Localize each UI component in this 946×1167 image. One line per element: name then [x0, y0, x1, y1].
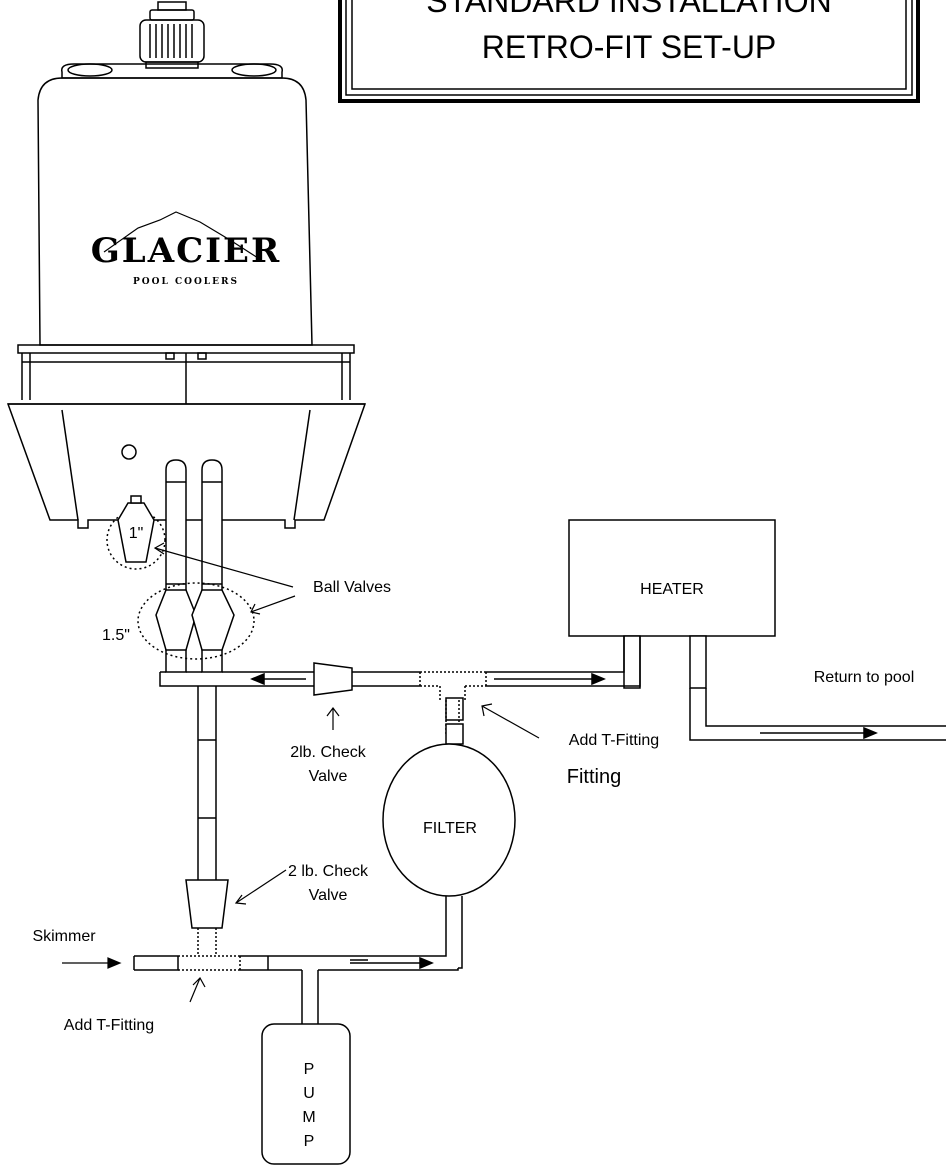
title-line-1: STANDARD INSTALLATION	[426, 0, 831, 19]
fitting-label: Fitting	[567, 766, 621, 788]
top-horizontal-pipe	[159, 636, 641, 687]
bottom-check-valve	[185, 879, 229, 956]
top-check-valve-pointer	[326, 707, 340, 730]
top-check-valve-label-2: Valve	[309, 768, 348, 785]
filter-label: FILTER	[423, 820, 477, 837]
skimmer-label: Skimmer	[32, 928, 96, 945]
add-t-fitting-bottom-label: Add T-Fitting	[64, 1017, 154, 1034]
pump-letter-3: M	[302, 1109, 315, 1126]
heater	[568, 519, 776, 689]
title-line-2: RETRO-FIT SET-UP	[482, 29, 777, 65]
bottom-check-valve-label-2: Valve	[309, 887, 348, 904]
brand-tagline: POOL COOLERS	[133, 277, 239, 287]
bottom-horizontal-pipe	[133, 950, 459, 971]
cooling-tower	[6, 1, 367, 529]
brand-name: GLACIER	[91, 231, 281, 271]
ball-valves-pointers	[153, 542, 296, 615]
return-pipe	[689, 688, 946, 741]
add-t-fitting-top-pointer	[481, 703, 540, 739]
pump	[261, 970, 351, 1165]
small-valve-size-label: 1"	[129, 525, 144, 542]
small-ball-valve	[106, 495, 166, 570]
bottom-check-valve-pointer	[234, 869, 287, 905]
pump-letter-1: P	[304, 1061, 315, 1078]
ball-valves-label: Ball Valves	[313, 579, 391, 596]
pump-letter-2: U	[303, 1085, 315, 1102]
pump-letter-4: P	[304, 1133, 315, 1150]
large-valves-highlight	[137, 582, 255, 660]
large-ball-valves	[137, 582, 255, 660]
title-box: STANDARD INSTALLATION RETRO-FIT SET-UP	[338, 0, 920, 103]
add-t-fitting-bottom-pointer	[189, 977, 206, 1003]
tower-supply-pipe	[197, 686, 217, 880]
large-valve-size-label: 1.5"	[102, 627, 130, 644]
heater-label: HEATER	[640, 581, 704, 598]
top-check-valve-label-1: 2lb. Check	[290, 744, 367, 761]
skimmer-inlet-arrow	[62, 957, 122, 969]
top-check-valve	[313, 662, 353, 696]
add-t-fitting-top-label: Add T-Fitting	[569, 732, 659, 749]
bottom-check-valve-label-1: 2 lb. Check	[288, 863, 369, 880]
return-to-pool-label: Return to pool	[814, 669, 915, 686]
filter-assembly	[382, 686, 516, 969]
tower-motor	[139, 1, 205, 69]
